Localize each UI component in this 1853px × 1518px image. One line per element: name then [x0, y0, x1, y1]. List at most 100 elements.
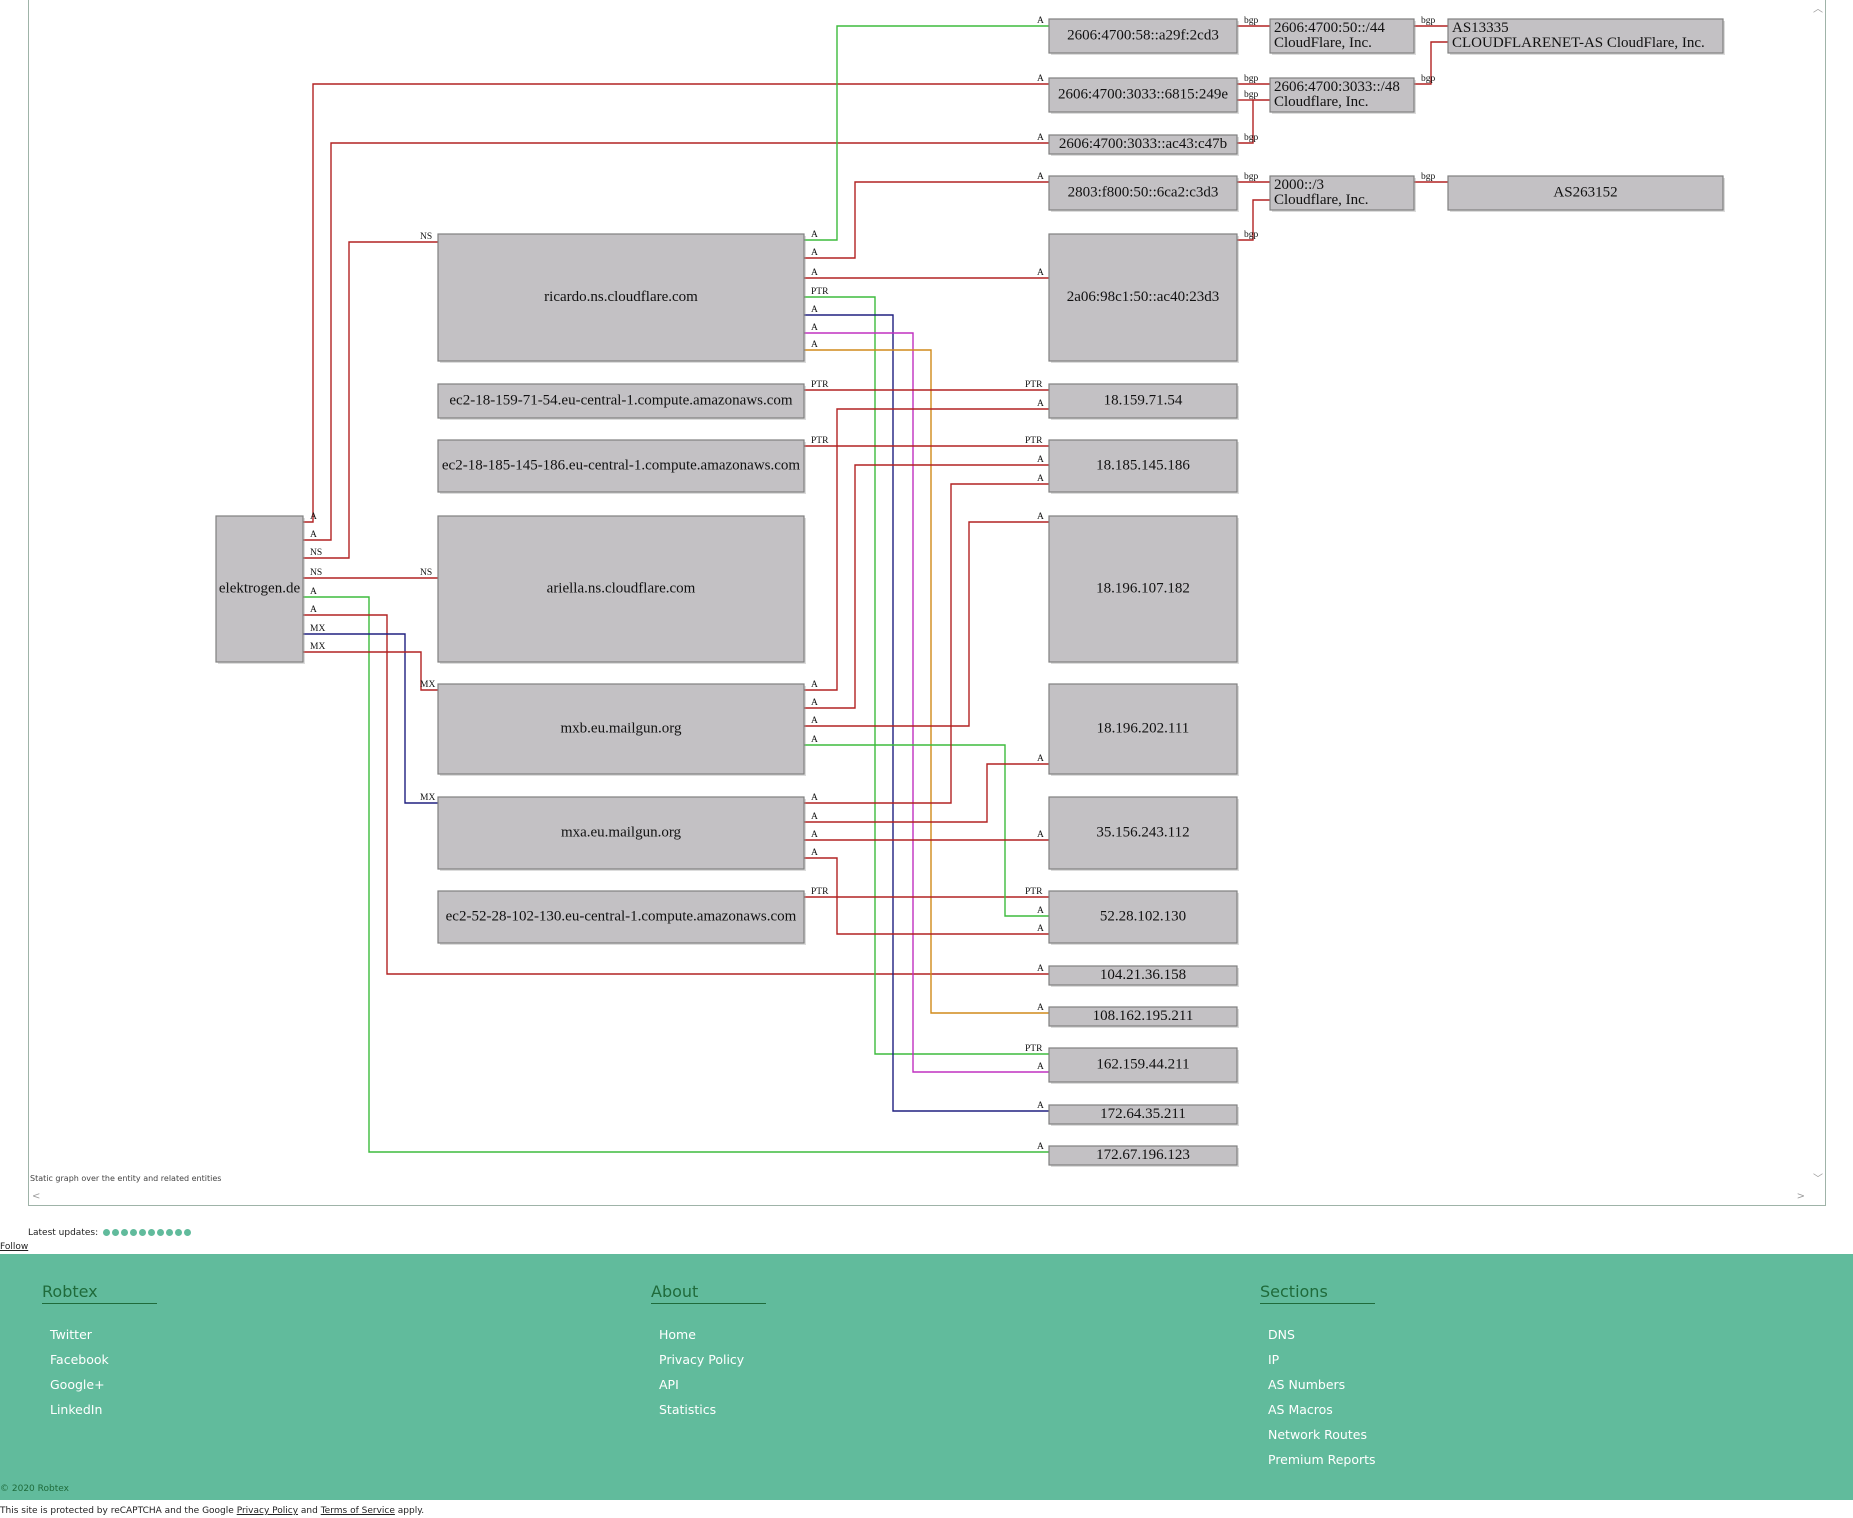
node-v6d[interactable]: 2803:f800:50::6ca2:c3d3 — [1048, 175, 1239, 212]
edge-label: A — [1037, 74, 1044, 84]
edge-label: A — [1037, 399, 1044, 409]
node-label: 2803:f800:50::6ca2:c3d3 — [1068, 185, 1219, 201]
vertical-scrollbar[interactable]: ︿ ﹀ — [1811, 0, 1825, 1190]
node-mxa[interactable]: mxa.eu.mailgun.org — [437, 796, 806, 871]
graph-edge — [804, 521, 1049, 727]
update-dot[interactable] — [129, 1229, 137, 1236]
footer-link-as-macros[interactable]: AS Macros — [1268, 1402, 1333, 1417]
footer-link-facebook[interactable]: Facebook — [50, 1352, 109, 1367]
graph-edge — [1237, 99, 1270, 144]
edge-label: bgp — [1421, 172, 1436, 182]
node-ip10[interactable]: 172.64.35.211 — [1048, 1104, 1239, 1126]
graph-edge — [303, 596, 1049, 1153]
update-dot[interactable] — [174, 1229, 182, 1236]
update-dot[interactable] — [102, 1229, 110, 1236]
edge-label: A — [1037, 754, 1044, 764]
update-dot[interactable] — [120, 1229, 128, 1236]
update-dots[interactable] — [101, 1228, 191, 1238]
footer-link-googleplus[interactable]: Google+ — [50, 1377, 105, 1392]
footer-about: About Home Privacy Policy API Statistics — [651, 1282, 766, 1422]
footer-link-network-routes[interactable]: Network Routes — [1268, 1427, 1367, 1442]
node-ip7[interactable]: 104.21.36.158 — [1048, 965, 1239, 987]
graph-edge — [303, 614, 1049, 975]
edge-label: A — [310, 605, 317, 615]
edge-label: A — [811, 323, 818, 333]
footer-link-statistics[interactable]: Statistics — [659, 1402, 717, 1417]
node-label: 18.196.107.182 — [1096, 581, 1190, 597]
node-as2[interactable]: AS263152 — [1447, 175, 1725, 212]
edge-label: A — [811, 812, 818, 822]
update-dot[interactable] — [138, 1229, 146, 1236]
graph-edge — [804, 763, 1049, 823]
recaptcha-terms-link[interactable]: Terms of Service — [320, 1506, 395, 1516]
footer-link-privacy[interactable]: Privacy Policy — [659, 1352, 745, 1367]
edge-label: bgp — [1244, 230, 1259, 240]
node-label: 2606:4700:50::/44 — [1274, 20, 1385, 36]
node-ariella[interactable]: ariella.ns.cloudflare.com — [437, 515, 806, 664]
node-label: ec2-52-28-102-130.eu-central-1.compute.a… — [446, 909, 797, 925]
footer-link-dns[interactable]: DNS — [1268, 1327, 1295, 1342]
node-ip6[interactable]: 52.28.102.130 — [1048, 890, 1239, 945]
footer-link-linkedin[interactable]: LinkedIn — [50, 1402, 103, 1417]
node-v6e[interactable]: 2a06:98c1:50::ac40:23d3 — [1048, 233, 1239, 363]
node-ip2[interactable]: 18.185.145.186 — [1048, 439, 1239, 494]
node-ricardo[interactable]: ricardo.ns.cloudflare.com — [437, 233, 806, 363]
recaptcha-privacy-link[interactable]: Privacy Policy — [236, 1506, 299, 1516]
node-mxb[interactable]: mxb.eu.mailgun.org — [437, 683, 806, 776]
node-ec2-185[interactable]: ec2-18-185-145-186.eu-central-1.compute.… — [437, 439, 806, 494]
node-v6b[interactable]: 2606:4700:3033::6815:249e — [1048, 77, 1239, 114]
node-ip4[interactable]: 18.196.202.111 — [1048, 683, 1239, 776]
edge-label: A — [811, 340, 818, 350]
edge-label: A — [811, 680, 818, 690]
node-ip8[interactable]: 108.162.195.211 — [1048, 1006, 1239, 1028]
node-ip1[interactable]: 18.159.71.54 — [1048, 383, 1239, 420]
node-ec2-159[interactable]: ec2-18-159-71-54.eu-central-1.compute.am… — [437, 383, 806, 420]
edge-label: NS — [420, 232, 432, 242]
update-dot[interactable] — [156, 1229, 164, 1236]
footer-sections: Sections DNS IP AS Numbers AS Macros Net… — [1260, 1282, 1376, 1472]
node-ip5[interactable]: 35.156.243.112 — [1048, 796, 1239, 871]
update-dot[interactable] — [147, 1229, 155, 1236]
node-label: ec2-18-159-71-54.eu-central-1.compute.am… — [449, 393, 793, 409]
node-elektrogen[interactable]: elektrogen.de — [215, 515, 305, 664]
footer-link-ip[interactable]: IP — [1268, 1352, 1280, 1367]
node-label: elektrogen.de — [219, 581, 301, 597]
node-label: 162.159.44.211 — [1096, 1057, 1189, 1073]
edge-label: NS — [310, 548, 322, 558]
follow-link[interactable]: Follow — [0, 1242, 29, 1252]
copyright: © 2020 Robtex — [0, 1484, 69, 1494]
footer-link-twitter[interactable]: Twitter — [50, 1327, 92, 1342]
edge-label: A — [811, 230, 818, 240]
update-dot[interactable] — [165, 1229, 173, 1236]
update-dot[interactable] — [183, 1229, 191, 1236]
edge-label: A — [1037, 474, 1044, 484]
footer-link-api[interactable]: API — [659, 1377, 679, 1392]
node-label: mxb.eu.mailgun.org — [561, 721, 682, 737]
scroll-up-icon[interactable]: ︿ — [1813, 4, 1823, 15]
footer-link-premium-reports[interactable]: Premium Reports — [1268, 1452, 1376, 1467]
recaptcha-suffix: apply. — [397, 1506, 425, 1516]
graph-edge — [1237, 199, 1270, 241]
node-v6a[interactable]: 2606:4700:58::a29f:2cd3 — [1048, 18, 1239, 55]
update-dot[interactable] — [111, 1229, 119, 1236]
node-v6c[interactable]: 2606:4700:3033::ac43:c47b — [1048, 134, 1239, 156]
node-ip9[interactable]: 162.159.44.211 — [1048, 1047, 1239, 1084]
footer-link-home[interactable]: Home — [659, 1327, 696, 1342]
scroll-right-icon[interactable]: > — [1796, 1191, 1805, 1202]
node-ip11[interactable]: 172.67.196.123 — [1048, 1145, 1239, 1167]
edge-label: A — [1037, 268, 1044, 278]
footer-link-as-numbers[interactable]: AS Numbers — [1268, 1377, 1346, 1392]
scroll-left-icon[interactable]: < — [32, 1191, 41, 1202]
node-ip3[interactable]: 18.196.107.182 — [1048, 515, 1239, 664]
scroll-down-icon[interactable]: ﹀ — [1813, 1174, 1823, 1185]
horizontal-scrollbar[interactable]: < > — [29, 1191, 1825, 1205]
footer-robtex: Robtex Twitter Facebook Google+ LinkedIn — [42, 1282, 157, 1422]
latest-updates-label: Latest updates: — [28, 1228, 99, 1238]
edge-label: A — [310, 512, 317, 522]
node-ec2-52[interactable]: ec2-52-28-102-130.eu-central-1.compute.a… — [437, 890, 806, 945]
